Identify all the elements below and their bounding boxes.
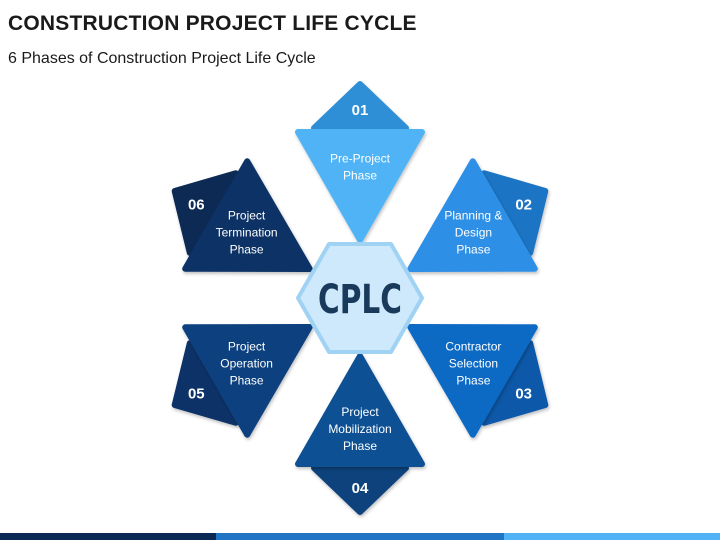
phase-4-number-tab	[311, 465, 409, 515]
bottom-bar-segment	[216, 533, 504, 540]
bottom-accent-bar	[0, 533, 720, 540]
phase-3-number: 03	[515, 386, 532, 403]
phase-1-number-tab	[311, 81, 409, 131]
phase-5-shape	[182, 324, 313, 438]
phase-6-number-tab	[171, 170, 239, 256]
phase-2-shape	[407, 158, 538, 272]
phase-1-shape	[295, 129, 425, 243]
phase-4-number: 04	[352, 480, 369, 497]
phase-6-number: 06	[188, 197, 205, 214]
phase-5-number-tab	[171, 340, 239, 426]
bottom-bar-segment	[0, 533, 216, 540]
center-label: CPLC	[318, 277, 402, 323]
phase-3-number-tab	[481, 340, 549, 426]
phase-1-number: 01	[352, 102, 369, 119]
center-hexagon	[296, 242, 424, 354]
phase-5-number: 05	[188, 386, 205, 403]
phase-3-shape	[407, 324, 538, 438]
phase-2-number: 02	[515, 197, 532, 214]
phase-4-shape	[295, 353, 425, 467]
page-subtitle: 6 Phases of Construction Project Life Cy…	[8, 50, 316, 67]
bottom-bar-segment	[504, 533, 720, 540]
phase-6-shape	[182, 158, 313, 272]
page-title: CONSTRUCTION PROJECT LIFE CYCLE	[8, 12, 417, 35]
phase-2-number-tab	[481, 170, 549, 256]
